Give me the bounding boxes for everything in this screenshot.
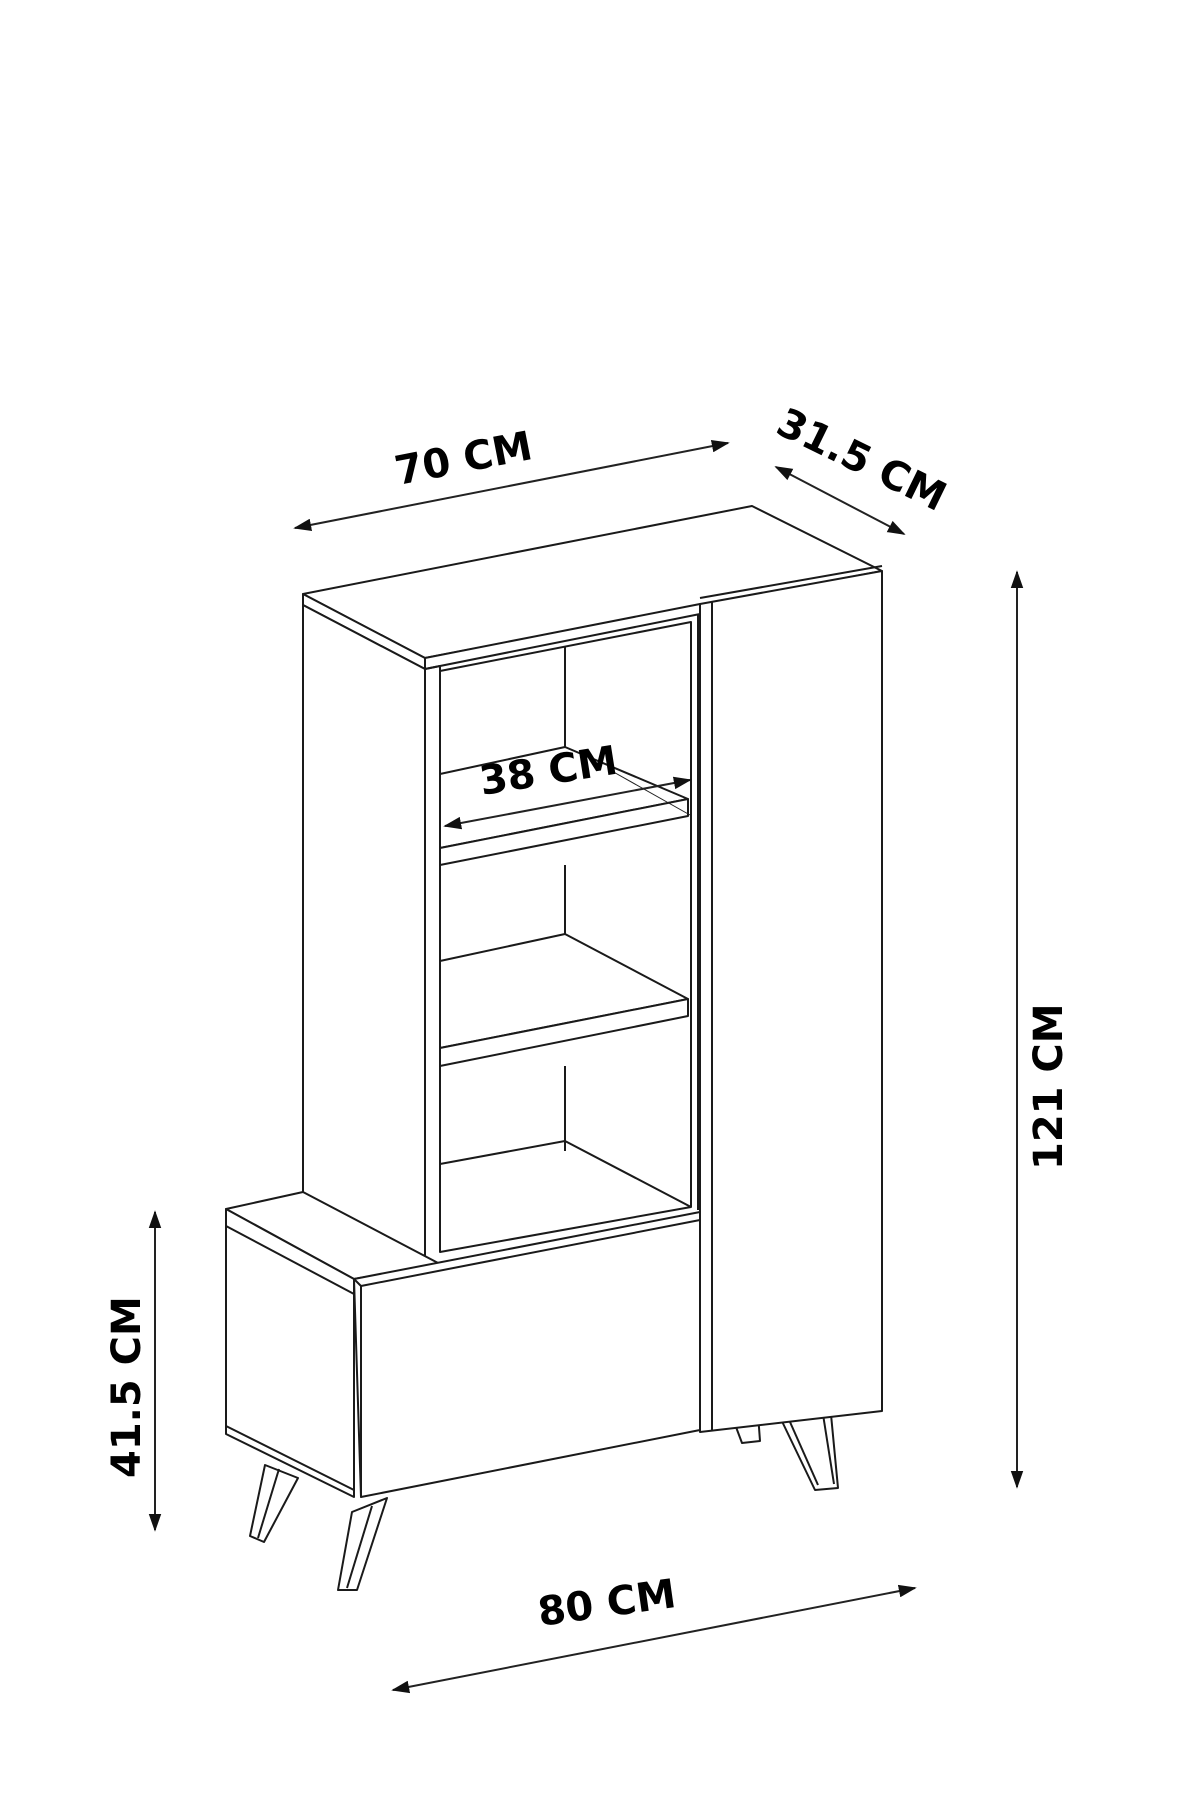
dimension-121cm: 121 CM	[1010, 570, 1072, 1489]
dimension-31-5cm: 31.5 CM	[770, 400, 954, 535]
svg-text:121 CM: 121 CM	[1026, 1003, 1072, 1170]
low-cabinet	[225, 1191, 701, 1498]
svg-text:41.5 CM: 41.5 CM	[104, 1296, 150, 1478]
dimension-80cm: 80 CM	[391, 1571, 917, 1694]
svg-text:80 CM: 80 CM	[535, 1571, 679, 1636]
right-tall-cabinet	[699, 565, 883, 1433]
left-tall-panel	[302, 604, 441, 1257]
dimension-70cm: 70 CM	[293, 423, 730, 532]
front-legs	[249, 1464, 388, 1591]
dimension-41-5cm: 41.5 CM	[104, 1210, 162, 1532]
svg-text:31.5 CM: 31.5 CM	[770, 400, 954, 521]
open-shelf-area	[439, 614, 699, 1253]
